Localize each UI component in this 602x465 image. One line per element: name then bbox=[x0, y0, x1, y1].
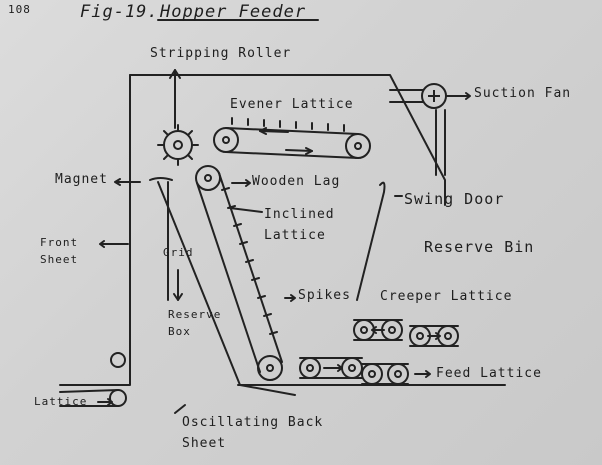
page-number: 108 bbox=[8, 3, 31, 16]
suction-fan-icon bbox=[421, 83, 447, 109]
feed-lattice-pointer bbox=[414, 370, 431, 378]
label-swing-door: Swing Door bbox=[404, 190, 505, 208]
oscillating-back-sheet-line bbox=[239, 384, 296, 396]
label-wooden-lag: Wooden Lag bbox=[252, 174, 341, 189]
wooden-lag-pointer bbox=[231, 179, 251, 187]
grid-top bbox=[149, 177, 173, 181]
stripping-roller bbox=[157, 124, 199, 166]
hopper-front-wall bbox=[59, 74, 131, 386]
inclined-lattice-pointer bbox=[229, 207, 263, 213]
label-oscillating-back-sheet: Oscillating Back Sheet bbox=[182, 415, 324, 451]
label-grid: Grid bbox=[163, 246, 194, 259]
front-sheet-pointer bbox=[99, 240, 129, 248]
bottom-lattice bbox=[59, 352, 127, 407]
magnet-pointer bbox=[114, 178, 141, 186]
label-magnet: Magnet bbox=[55, 172, 108, 187]
grid-line bbox=[157, 181, 241, 386]
label-front-sheet: Front Sheet bbox=[40, 236, 79, 266]
diagram-title: Hopper Feeder bbox=[160, 2, 307, 22]
spikes-pointer bbox=[284, 294, 296, 302]
label-spikes: Spikes bbox=[298, 288, 351, 303]
lattice-pointer bbox=[97, 398, 113, 406]
label-feed-lattice: Feed Lattice bbox=[436, 366, 542, 381]
evener-lattice bbox=[213, 117, 371, 159]
swing-door bbox=[356, 181, 386, 301]
creeper-lattice bbox=[353, 319, 459, 347]
label-evener-lattice: Evener Lattice bbox=[230, 97, 354, 112]
inclined-lattice bbox=[195, 165, 283, 381]
label-creeper-lattice: Creeper Lattice bbox=[380, 289, 513, 304]
feed-lattice bbox=[299, 357, 409, 385]
stripping-roller-arrowhead bbox=[169, 69, 181, 79]
fig-label: Fig-19. bbox=[80, 2, 159, 22]
label-stripping-roller: Stripping Roller bbox=[150, 46, 292, 61]
label-reserve-box: Reserve Box bbox=[168, 308, 222, 338]
label-suction-fan: Suction Fan bbox=[474, 86, 572, 101]
reserve-box-arrowhead bbox=[173, 293, 183, 301]
hopper-outline-top bbox=[129, 74, 446, 206]
label-inclined-lattice: Inclined Lattice bbox=[264, 207, 335, 243]
label-lattice: Lattice bbox=[34, 395, 88, 408]
label-reserve-bin: Reserve Bin bbox=[424, 238, 535, 256]
back-sheet-pointer bbox=[174, 404, 186, 414]
